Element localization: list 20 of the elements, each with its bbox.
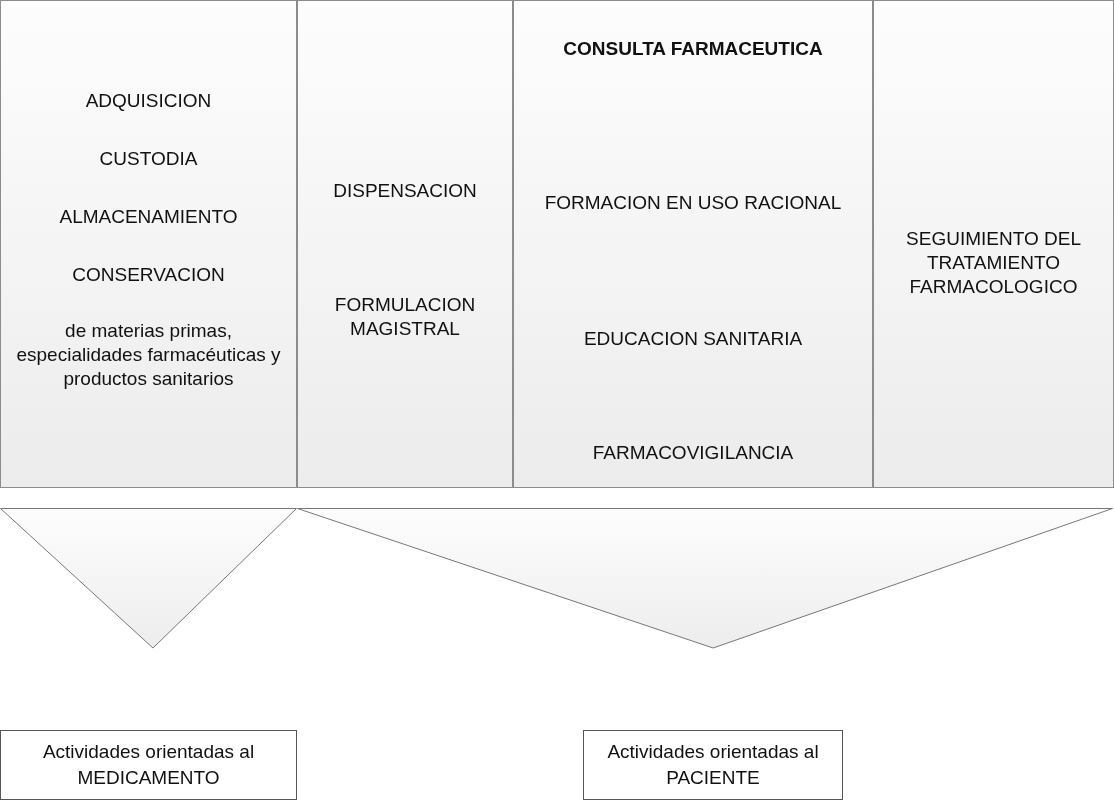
activity-label: SEGUIMIENTO DEL TRATAMIENTO FARMACOLOGICO <box>905 227 1082 299</box>
activity-label: FORMULACION MAGISTRAL <box>333 293 477 341</box>
category-box <box>583 730 843 800</box>
activity-label: DISPENSACION <box>332 179 478 203</box>
activity-label: FORMACION EN USO RACIONAL <box>543 191 843 215</box>
activity-column <box>513 0 873 488</box>
category-box <box>0 730 297 800</box>
category-label: Actividades orientadas al PACIENTE <box>606 740 820 790</box>
activity-label: CUSTODIA <box>98 147 199 171</box>
category-label: Actividades orientadas al MEDICAMENTO <box>41 740 256 790</box>
column-heading: CONSULTA FARMACEUTICA <box>562 37 824 61</box>
activity-column <box>873 0 1114 488</box>
activity-column <box>297 0 513 488</box>
activity-label: FARMACOVIGILANCIA <box>591 441 795 465</box>
activity-label: EDUCACION SANITARIA <box>582 327 804 351</box>
activity-label: de materias primas, especialidades farmacéuticas y productos sanitarios <box>15 319 282 391</box>
activity-column <box>0 0 297 488</box>
activity-label: ALMACENAMIENTO <box>58 205 239 229</box>
activity-label: CONSERVACION <box>71 263 226 287</box>
activity-label: ADQUISICION <box>84 89 213 113</box>
